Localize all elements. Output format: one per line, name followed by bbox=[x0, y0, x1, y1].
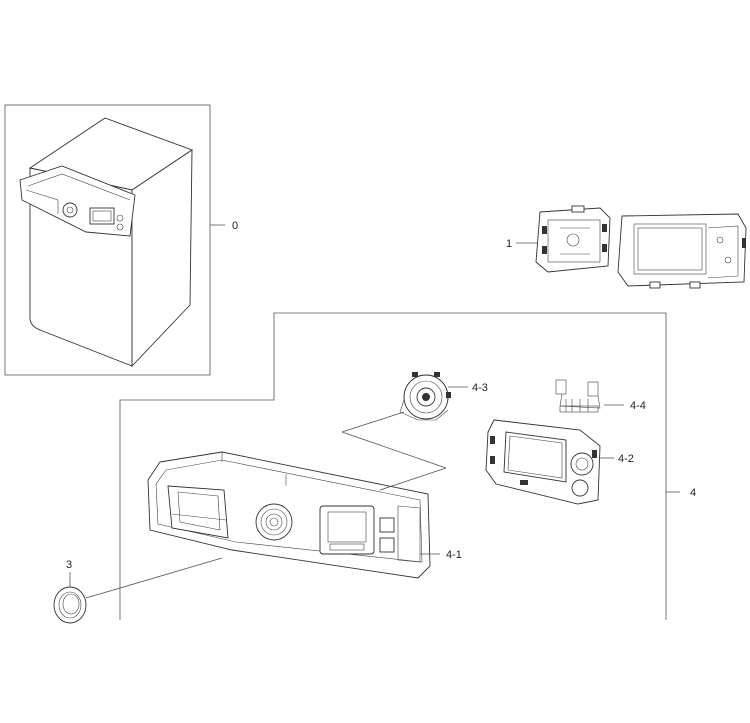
part-button-film-4-4 bbox=[555, 379, 624, 413]
part-encoder-4-3 bbox=[399, 372, 468, 421]
part-control-panel-4-1 bbox=[147, 451, 440, 579]
part-washer-cabinet bbox=[19, 117, 225, 368]
part-knob-ring-3 bbox=[53, 557, 223, 624]
part-main-pcb-1 bbox=[516, 205, 747, 289]
callout-4-4: 4-4 bbox=[630, 400, 646, 412]
group-0-frame bbox=[4, 104, 211, 376]
part-display-pcb-4-2 bbox=[485, 419, 614, 505]
callout-4-3: 4-3 bbox=[472, 382, 488, 394]
callout-3: 3 bbox=[66, 559, 72, 571]
callout-4-2: 4-2 bbox=[618, 453, 634, 465]
callout-0: 0 bbox=[232, 220, 238, 232]
callout-4-1: 4-1 bbox=[446, 549, 462, 561]
group-4-frame bbox=[119, 312, 680, 620]
callout-4: 4 bbox=[690, 487, 696, 499]
assembly-guide-lines bbox=[341, 411, 447, 491]
callout-1: 1 bbox=[506, 238, 512, 250]
